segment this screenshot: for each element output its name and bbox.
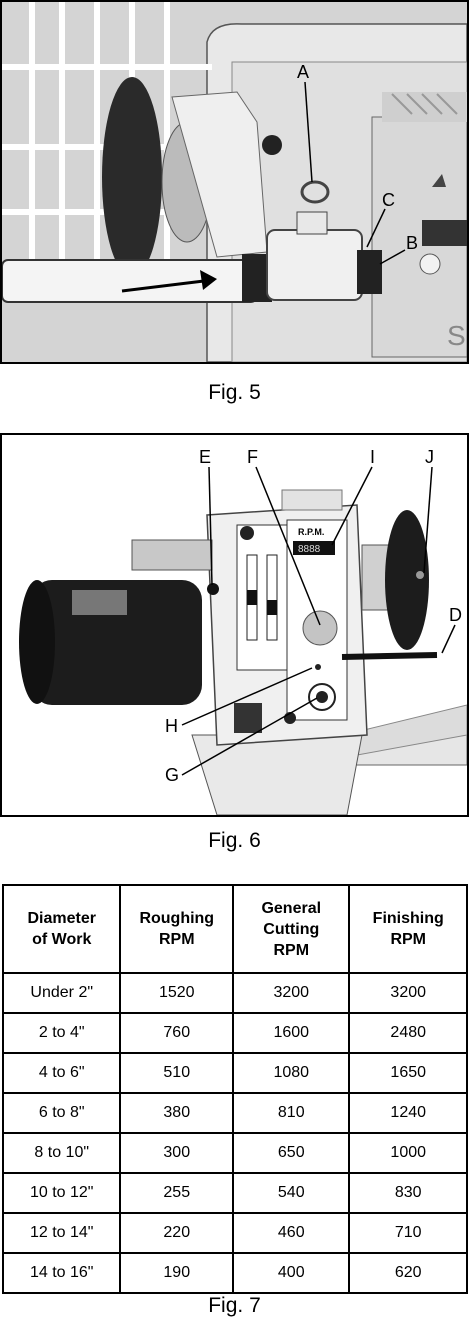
header-line: Diameter: [27, 910, 96, 927]
figure-7-caption: Fig. 7: [208, 1294, 261, 1317]
figure-5-photo: S1 A C: [0, 0, 469, 364]
cell-diameter: 12 to 14": [1, 1212, 122, 1254]
callout-a: A: [297, 62, 309, 82]
cell-finishing: 3200: [348, 972, 468, 1014]
cell-general: 460: [232, 1212, 351, 1254]
cell-finishing: 620: [348, 1252, 468, 1294]
cell-diameter: 8 to 10": [1, 1132, 122, 1174]
cell-roughing: 190: [119, 1252, 235, 1294]
lathe-overview-drawing: R.P.M. 8888 E F I J D H G: [2, 435, 467, 815]
header-general-cutting: General Cutting RPM: [232, 884, 351, 974]
rpm-label: R.P.M.: [298, 527, 324, 537]
header-roughing: Roughing RPM: [119, 884, 235, 974]
cell-general: 400: [232, 1252, 351, 1294]
rpm-table: Diameter of Work Roughing RPM General Cu…: [1, 884, 468, 1294]
figure-6-photo: R.P.M. 8888 E F I J D H G: [0, 433, 469, 817]
cell-general: 1600: [232, 1012, 351, 1054]
table-row: 8 to 10" 300 650 1000: [1, 1132, 468, 1174]
cell-general: 810: [232, 1092, 351, 1134]
cell-finishing: 1650: [348, 1052, 468, 1094]
table-header-row: Diameter of Work Roughing RPM General Cu…: [1, 884, 468, 974]
header-line: General: [261, 899, 322, 917]
cell-roughing: 300: [119, 1132, 235, 1174]
callout-g: G: [165, 765, 179, 785]
callout-f: F: [247, 447, 258, 467]
callout-c: C: [382, 190, 395, 210]
cell-roughing: 380: [119, 1092, 235, 1134]
table-row: 4 to 6" 510 1080 1650: [1, 1052, 468, 1094]
callout-j: J: [425, 447, 434, 467]
table-row: 10 to 12" 255 540 830: [1, 1172, 468, 1214]
figure-6-caption: Fig. 6: [208, 829, 261, 852]
cell-roughing: 1520: [119, 972, 235, 1014]
callout-d: D: [449, 605, 462, 625]
header-line: RPM: [390, 931, 426, 948]
cell-finishing: 2480: [348, 1012, 468, 1054]
cell-roughing: 220: [119, 1212, 235, 1254]
header-line: RPM: [158, 931, 195, 948]
cell-diameter: Under 2": [1, 972, 122, 1014]
header-line: Roughing: [139, 910, 215, 927]
cell-finishing: 710: [348, 1212, 468, 1254]
table-row: 6 to 8" 380 810 1240: [1, 1092, 468, 1134]
cell-diameter: 14 to 16": [1, 1252, 122, 1294]
table-row: 2 to 4" 760 1600 2480: [1, 1012, 468, 1054]
callout-h: H: [165, 716, 178, 736]
table-row: 12 to 14" 220 460 710: [1, 1212, 468, 1254]
cell-diameter: 2 to 4": [1, 1012, 122, 1054]
callout-b: B: [406, 233, 418, 253]
header-diameter: Diameter of Work: [1, 884, 122, 974]
cell-diameter: 4 to 6": [1, 1052, 122, 1094]
lathe-headstock-drawing: S1 A C: [2, 2, 467, 362]
cell-diameter: 6 to 8": [1, 1092, 122, 1134]
header-line: Cutting: [263, 920, 320, 938]
cell-diameter: 10 to 12": [1, 1172, 122, 1214]
cell-roughing: 760: [119, 1012, 235, 1054]
cell-general: 540: [232, 1172, 351, 1214]
header-line: RPM: [273, 941, 310, 959]
cell-general: 1080: [232, 1052, 351, 1094]
table-row: 14 to 16" 190 400 620: [1, 1252, 468, 1294]
header-line: of Work: [32, 931, 92, 948]
cell-general: 3200: [232, 972, 351, 1014]
panel-s1-text: S1: [447, 320, 467, 351]
cell-roughing: 510: [119, 1052, 235, 1094]
callout-e: E: [199, 447, 211, 467]
cell-finishing: 830: [348, 1172, 468, 1214]
header-line: Finishing: [372, 910, 444, 927]
rpm-display: 8888: [298, 544, 321, 555]
cell-roughing: 255: [119, 1172, 235, 1214]
cell-finishing: 1000: [348, 1132, 468, 1174]
figure-5-caption: Fig. 5: [208, 381, 261, 404]
cell-finishing: 1240: [348, 1092, 468, 1134]
cell-general: 650: [232, 1132, 351, 1174]
header-finishing: Finishing RPM: [348, 884, 468, 974]
table-row: Under 2" 1520 3200 3200: [1, 972, 468, 1014]
callout-i: I: [370, 447, 375, 467]
